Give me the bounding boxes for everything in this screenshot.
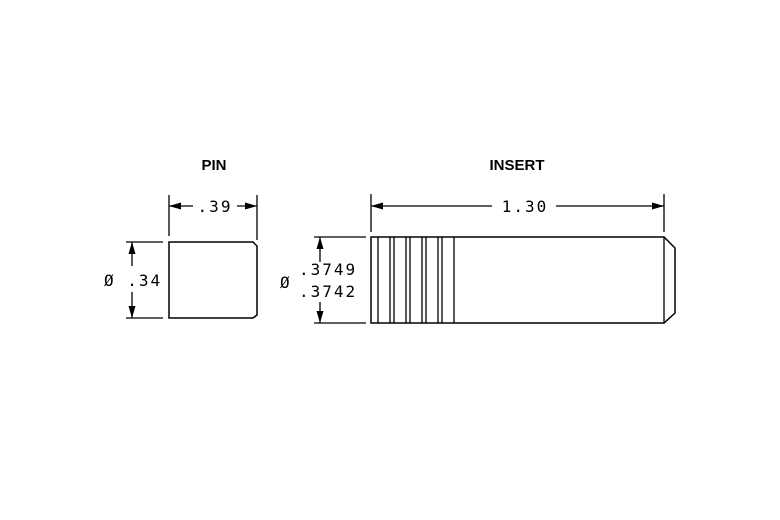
pin-diameter-label: Ø .34 [104,271,162,290]
insert-diameter-upper: .3749 [299,260,357,279]
insert-length-label: 1.30 [502,197,549,216]
insert-diameter-dimension: Ø .3749 .3742 [280,236,366,324]
pin-length-dimension: .39 [168,195,258,240]
pin-length-label: .39 [198,197,233,216]
pin-body [168,241,258,319]
pin-title: PIN [201,157,226,174]
insert-length-dimension: 1.30 [370,194,665,232]
insert-grooves [377,237,455,323]
pin-diameter-dimension: Ø .34 [104,241,163,319]
insert-title: INSERT [489,157,544,174]
insert-body [370,236,676,324]
insert-diameter-lower: .3742 [299,282,357,301]
insert-diameter-symbol: Ø [280,273,292,292]
